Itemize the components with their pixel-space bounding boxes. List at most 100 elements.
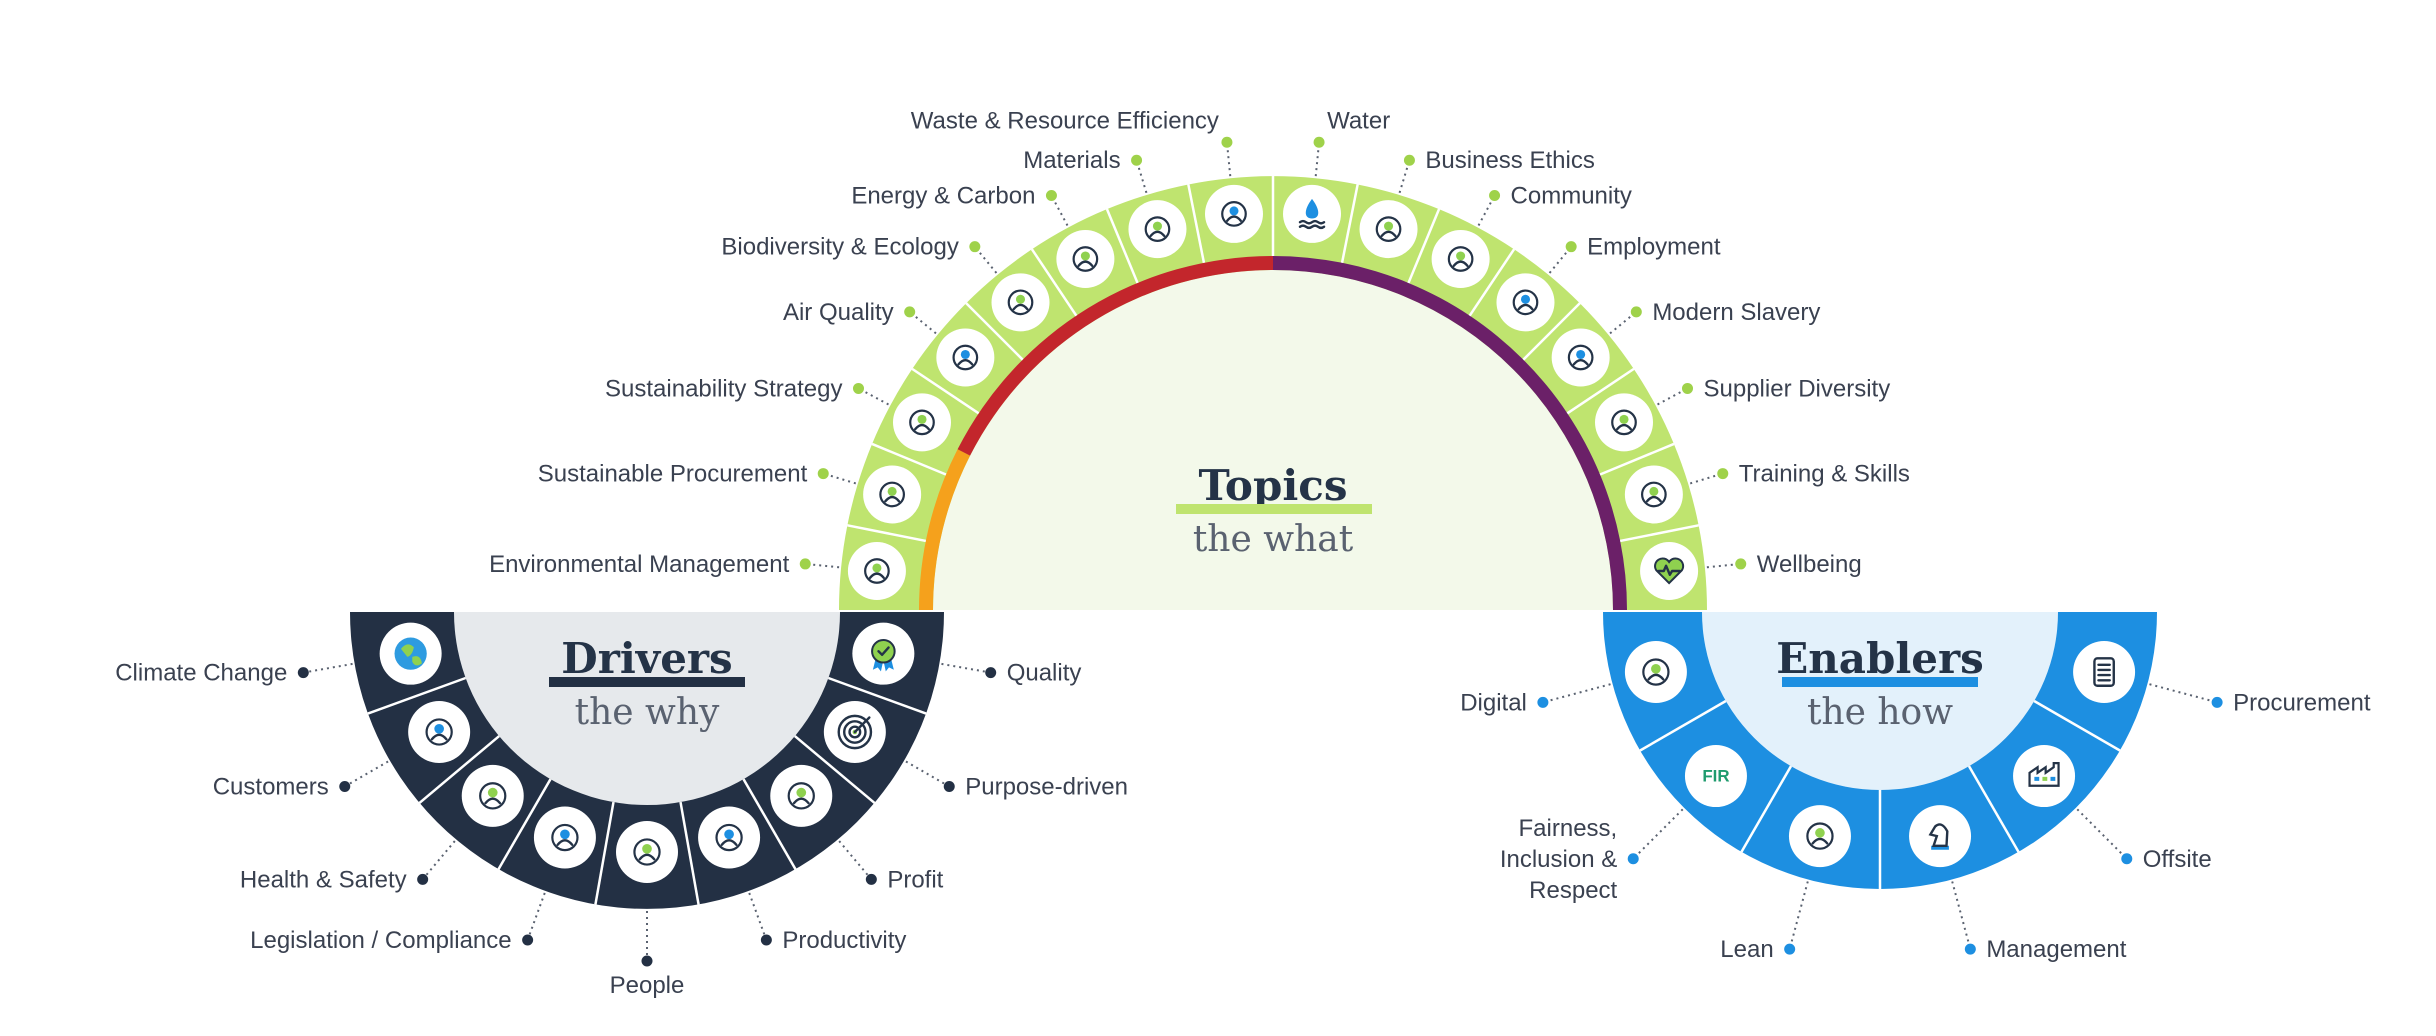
topics-divider [1187, 184, 1206, 264]
drivers-item[interactable]: People [594, 801, 684, 999]
drivers-leader-dot [865, 873, 877, 885]
drivers-item[interactable]: Climate Change [115, 622, 442, 687]
topics-item[interactable]: Energy & Carbon [851, 182, 1115, 317]
topics-leader-dot [799, 558, 811, 570]
enablers-item-label: Lean [1720, 936, 1773, 963]
drivers-item[interactable]: Purpose-driven [794, 701, 1128, 804]
material-stack-icon [1144, 216, 1171, 243]
drivers-item[interactable]: Legislation / Compliance [250, 778, 596, 954]
drivers-item[interactable]: Profit [742, 764, 944, 893]
enablers-title: Enablers [1776, 634, 1984, 683]
topics-item-label: Water [1327, 107, 1390, 134]
topics-item[interactable]: Environmental Management [489, 541, 906, 600]
topics-leader-dot [1565, 241, 1577, 253]
enablers-item-label: Offsite [2143, 846, 2212, 873]
topics-item[interactable]: Employment [1468, 234, 1721, 332]
drivers-item-label: Purpose-driven [965, 774, 1128, 801]
topics-leader-dot [1682, 382, 1694, 394]
document-icon [2093, 657, 2115, 687]
drivers-item-label: Customers [213, 774, 329, 801]
drivers-leader-line [905, 760, 950, 788]
drivers-item[interactable]: Quality [827, 622, 1082, 715]
enablers-leader-dot [2211, 696, 2223, 708]
topics-item[interactable]: Modern Slavery [1522, 299, 1820, 387]
topics-item[interactable]: Air Quality [783, 299, 995, 415]
drivers-leader-dot [943, 781, 955, 792]
enablers-icon-disc [1684, 745, 1747, 808]
topics-item[interactable]: Wellbeing [1619, 524, 1862, 600]
handshake-icon [425, 718, 453, 746]
topics-divider [911, 367, 980, 415]
topics-item[interactable]: Water [1271, 107, 1390, 256]
enablers-item[interactable]: Procurement [2033, 641, 2371, 752]
drivers-leader-line [421, 840, 456, 880]
drivers-divider [367, 676, 467, 715]
drivers-leader-dot [417, 873, 429, 885]
enablers-title-bar [1782, 677, 1978, 687]
enablers-item[interactable]: Management [1878, 790, 2127, 963]
topics-inner-fill [933, 270, 1613, 610]
drivers-heading: Drivers the why [549, 634, 745, 733]
drivers-divider [742, 778, 797, 870]
topics-ring-segment [919, 449, 971, 610]
topics-leader-dot [817, 468, 829, 480]
topics-item[interactable]: Supplier Diversity [1566, 367, 1891, 452]
topics-item-label: Energy & Carbon [851, 182, 1035, 209]
factory-icon [2028, 762, 2060, 787]
heart-pulse-icon [1654, 557, 1685, 585]
drivers-leader-line [941, 662, 991, 674]
enablers-item[interactable]: Digital [1460, 641, 1687, 716]
topics-leader-dot [1221, 136, 1233, 148]
topics-divider [1599, 442, 1675, 476]
topics-item[interactable]: Community [1407, 182, 1632, 288]
topics-divider [1522, 302, 1581, 361]
topics-heading: Topics the what [1176, 461, 1372, 560]
drivers-leader-line [526, 892, 546, 941]
drivers-band [350, 612, 944, 909]
globe-icon [394, 637, 427, 670]
enablers-item[interactable]: Lean [1720, 765, 1851, 963]
topics-item[interactable]: Biodiversity & Ecology [721, 234, 1050, 361]
enablers-leader-line [1632, 808, 1684, 860]
topics-title: Topics [1199, 461, 1348, 510]
chain-icon [1567, 344, 1594, 371]
topics-item[interactable]: Sustainability Strategy [605, 375, 951, 476]
topics-item[interactable]: Materials [1023, 147, 1187, 284]
topics-leader-dot [1717, 468, 1729, 480]
enablers-divider [2033, 699, 2121, 752]
drivers-leader-line [748, 892, 768, 941]
strategy-board-icon [909, 409, 935, 436]
enablers-heading: Enablers the how [1776, 634, 1984, 733]
enablers-divider [1967, 765, 2020, 853]
drivers-item[interactable]: Customers [213, 676, 471, 801]
topics-title-bar [1176, 504, 1372, 514]
topics-item[interactable]: Waste & Resource Efficiency [911, 107, 1263, 264]
topics-divider [1407, 208, 1441, 284]
enablers-item-label: Fairness,Inclusion &Respect [1500, 815, 1618, 904]
enablers-item-label: Digital [1460, 689, 1527, 716]
drivers-divider [497, 778, 552, 870]
target-icon [837, 714, 873, 750]
drivers-item-label: Profit [887, 866, 943, 893]
gear-wrench-icon [715, 823, 743, 852]
enablers-leader-dot [1627, 853, 1639, 865]
drivers-title-bar [549, 677, 745, 687]
drivers-inner-fill [454, 612, 840, 805]
drivers-item-label: Quality [1007, 660, 1082, 687]
enablers-divider [1639, 699, 1727, 752]
drivers-item[interactable]: Productivity [679, 801, 907, 954]
drivers-item-label: Legislation / Compliance [250, 927, 511, 954]
topics-item[interactable]: Training & Skills [1599, 442, 1910, 524]
topics-item[interactable]: Sustainable Procurement [538, 461, 927, 543]
drivers-item[interactable]: Health & Safety [240, 735, 524, 893]
drivers-divider [827, 676, 927, 715]
topics-item[interactable]: Business Ethics [1340, 147, 1595, 264]
enablers-item[interactable]: Offsite [1967, 745, 2212, 873]
topics-leader-dot [1131, 154, 1143, 166]
drivers-item-label: Climate Change [115, 660, 287, 687]
topics-item-label: Training & Skills [1739, 461, 1910, 488]
plant-hand-icon [864, 558, 890, 584]
topics-item-label: Supplier Diversity [1704, 375, 1891, 402]
